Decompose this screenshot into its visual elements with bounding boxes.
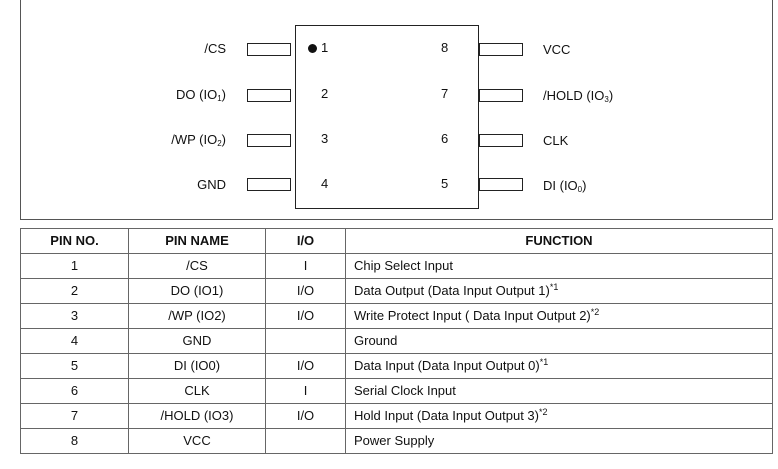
pin-number: 1 [321, 40, 329, 55]
cell-io: I/O [265, 303, 346, 329]
pin-number: 6 [441, 131, 449, 146]
cell-pin-name: /CS [128, 253, 266, 279]
cell-function: Serial Clock Input [345, 378, 773, 404]
pin-label-right: DI (IO0) [543, 178, 587, 194]
pin-lead-left [247, 134, 291, 147]
cell-io: I [265, 253, 346, 279]
header-pin-name: PIN NAME [128, 228, 266, 254]
cell-function: Write Protect Input ( Data Input Output … [345, 303, 773, 329]
pin-label-left: GND [197, 177, 226, 192]
cell-function: Data Output (Data Input Output 1)*1 [345, 278, 773, 304]
pin-description-table: PIN NO. PIN NAME I/O FUNCTION 1 /CS I Ch… [20, 228, 773, 454]
cell-pin-no: 4 [20, 328, 129, 354]
pin-lead-right [479, 89, 523, 102]
table-row: 5 DI (IO0) I/O Data Input (Data Input Ou… [20, 353, 773, 379]
cell-pin-name: DO (IO1) [128, 278, 266, 304]
cell-io: I/O [265, 278, 346, 304]
cell-function: Power Supply [345, 428, 773, 454]
header-io: I/O [265, 228, 346, 254]
table-row: 7 /HOLD (IO3) I/O Hold Input (Data Input… [20, 403, 773, 429]
table-row: 8 VCC Power Supply [20, 428, 773, 454]
table-row: 4 GND Ground [20, 328, 773, 354]
chip-package [295, 25, 479, 209]
cell-function: Chip Select Input [345, 253, 773, 279]
cell-pin-no: 3 [20, 303, 129, 329]
cell-pin-name: GND [128, 328, 266, 354]
pin-number: 8 [441, 40, 449, 55]
pin-number: 7 [441, 86, 449, 101]
cell-io: I/O [265, 403, 346, 429]
pin-lead-left [247, 43, 291, 56]
cell-pin-no: 1 [20, 253, 129, 279]
cell-pin-name: /WP (IO2) [128, 303, 266, 329]
table-row: 6 CLK I Serial Clock Input [20, 378, 773, 404]
cell-io [265, 328, 346, 354]
pin-number: 5 [441, 176, 449, 191]
cell-function: Ground [345, 328, 773, 354]
cell-pin-name: DI (IO0) [128, 353, 266, 379]
header-pin-no: PIN NO. [20, 228, 129, 254]
table-row: 3 /WP (IO2) I/O Write Protect Input ( Da… [20, 303, 773, 329]
cell-function: Hold Input (Data Input Output 3)*2 [345, 403, 773, 429]
table-row: 1 /CS I Chip Select Input [20, 253, 773, 279]
pin1-marker-dot [308, 44, 317, 53]
pin-lead-right [479, 178, 523, 191]
pin-label-left: /CS [204, 41, 226, 56]
pin-label-left: /WP (IO2) [171, 132, 226, 148]
pin-lead-left [247, 178, 291, 191]
pin-lead-right [479, 43, 523, 56]
cell-pin-no: 8 [20, 428, 129, 454]
table-header-row: PIN NO. PIN NAME I/O FUNCTION [20, 228, 773, 254]
pin-lead-left [247, 89, 291, 102]
cell-io: I/O [265, 353, 346, 379]
pin-label-right: VCC [543, 42, 571, 57]
cell-io: I [265, 378, 346, 404]
cell-pin-name: VCC [128, 428, 266, 454]
cell-pin-name: CLK [128, 378, 266, 404]
cell-pin-no: 5 [20, 353, 129, 379]
cell-pin-name: /HOLD (IO3) [128, 403, 266, 429]
cell-pin-no: 6 [20, 378, 129, 404]
pin-number: 2 [321, 86, 329, 101]
table-row: 2 DO (IO1) I/O Data Output (Data Input O… [20, 278, 773, 304]
pin-label-right: /HOLD (IO3) [543, 88, 614, 104]
pin-label-right: CLK [543, 133, 569, 148]
pin-label-left: DO (IO1) [176, 87, 226, 103]
cell-pin-no: 7 [20, 403, 129, 429]
pin-number: 4 [321, 176, 329, 191]
header-function: FUNCTION [345, 228, 773, 254]
cell-pin-no: 2 [20, 278, 129, 304]
cell-function: Data Input (Data Input Output 0)*1 [345, 353, 773, 379]
cell-io [265, 428, 346, 454]
pin-number: 3 [321, 131, 329, 146]
pinout-diagram: /CS 1 DO (IO1) 2 /WP (IO2) 3 GND 4 8 VCC… [20, 0, 773, 220]
pin-lead-right [479, 134, 523, 147]
